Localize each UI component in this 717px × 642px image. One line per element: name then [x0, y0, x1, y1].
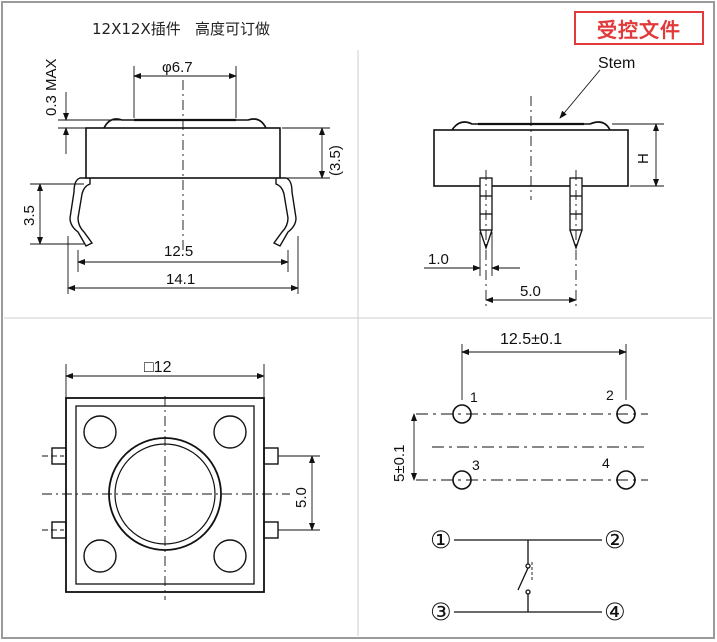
pin-stub-right-bottom	[263, 521, 279, 539]
dim-lead-span-outer: 14.1	[166, 271, 195, 288]
dim-lead-length: 3.5	[21, 205, 38, 226]
lead-right-side	[272, 177, 297, 247]
pad-label-3: 3	[472, 457, 480, 473]
dim-max-height: 0.3 MAX	[43, 58, 60, 116]
corner-hole-bottom-right	[213, 539, 247, 573]
side-view	[30, 66, 330, 294]
dim-pcb-vertical: 5±0.1	[391, 445, 408, 482]
corner-hole-top-left	[83, 415, 117, 449]
front-view	[424, 69, 664, 306]
switch-schematic	[454, 539, 602, 613]
dim-body-square: □12	[144, 359, 172, 376]
dim-pin-width: 1.0	[428, 251, 449, 268]
dim-pin-pitch-front: 5.0	[520, 283, 541, 300]
corner-hole-top-right	[213, 415, 247, 449]
dim-pin-pitch-top: 5.0	[293, 487, 310, 508]
corner-hole-bottom-left	[83, 539, 117, 573]
pcb-layout	[411, 344, 648, 490]
dim-body-height: (3.5)	[327, 145, 344, 176]
controlled-document-stamp: 受控文件	[574, 11, 704, 45]
pad-label-1: 1	[470, 389, 478, 405]
terminal-1: ①	[430, 527, 452, 554]
terminal-2: ②	[604, 527, 626, 554]
dim-height-h: H	[635, 153, 652, 164]
dim-lead-span-inner: 12.5	[164, 243, 193, 260]
top-view	[42, 364, 320, 600]
stem-label: Stem	[598, 55, 635, 72]
terminal-3: ③	[430, 599, 452, 626]
dim-stem-diameter: φ6.7	[162, 59, 193, 76]
terminal-4: ④	[604, 599, 626, 626]
pin-stub-right-top	[263, 447, 279, 465]
lead-left-side	[69, 177, 94, 247]
pad-label-2: 2	[606, 387, 614, 403]
page-title: 12X12X插件 高度可订做	[92, 20, 271, 38]
pad-label-4: 4	[602, 455, 610, 471]
dim-pcb-horizontal: 12.5±0.1	[500, 331, 562, 348]
